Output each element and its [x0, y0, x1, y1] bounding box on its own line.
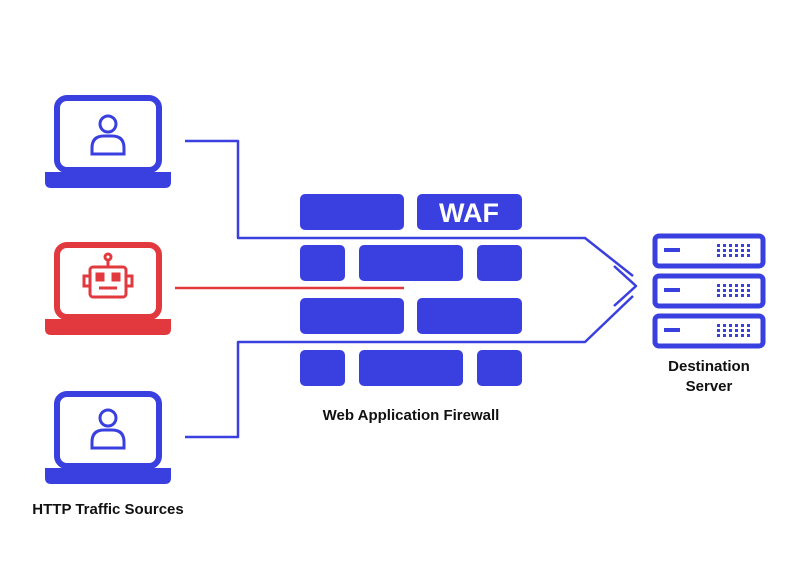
user-icon — [90, 114, 126, 156]
server-vent-dot — [747, 294, 750, 297]
server-vent-dot — [717, 324, 720, 327]
server-vent-dot — [729, 324, 732, 327]
server-vent-dot — [723, 284, 726, 287]
waf-badge-text: WAF — [439, 198, 499, 228]
traffic-line-top — [185, 139, 634, 277]
server-vent-dot — [717, 294, 720, 297]
firewall-brick — [300, 350, 345, 386]
server-vent-dot — [723, 294, 726, 297]
server-vent-dot — [717, 249, 720, 252]
server-label-line2: Server — [686, 378, 733, 395]
server-vent-dot — [735, 329, 738, 332]
server-vent-dot — [729, 294, 732, 297]
server-vent-dot — [741, 249, 744, 252]
server-vent-dot — [735, 284, 738, 287]
server-vent-dot — [729, 284, 732, 287]
server-vent-dot — [717, 244, 720, 247]
sources-label: HTTP Traffic Sources — [32, 501, 183, 518]
server-vent-dot — [729, 334, 732, 337]
server-vent-dot — [735, 334, 738, 337]
server-vent-dot — [747, 244, 750, 247]
waf-badge — [417, 194, 522, 230]
server-vent-dot — [729, 244, 732, 247]
server-vent-dot — [735, 289, 738, 292]
firewall-brick — [300, 245, 345, 281]
arrowhead-icon — [613, 265, 638, 307]
server-vent-dot — [717, 329, 720, 332]
firewall-brick — [359, 245, 463, 281]
firewall-brick — [359, 350, 463, 386]
server-vent-dot — [729, 289, 732, 292]
server-vent-dot — [723, 324, 726, 327]
firewall-wall — [300, 194, 522, 386]
server-vent-dot — [741, 294, 744, 297]
laptop-bot — [45, 242, 171, 335]
firewall-brick — [477, 350, 522, 386]
traffic-line-bottom — [185, 295, 634, 439]
server-vent-dot — [747, 324, 750, 327]
server-vent-dot — [735, 324, 738, 327]
server-vent-dot — [723, 289, 726, 292]
firewall-label: Web Application Firewall — [323, 407, 500, 424]
server-vent-dot — [723, 334, 726, 337]
server-vent-dot — [717, 289, 720, 292]
server-vent-dot — [741, 334, 744, 337]
laptop-user-1 — [45, 95, 171, 188]
server-vent-dot — [723, 254, 726, 257]
server-vent-dot — [735, 254, 738, 257]
server-vent-dot — [723, 329, 726, 332]
server-vent-dot — [747, 284, 750, 287]
firewall-brick — [417, 298, 522, 334]
server-vent-dot — [747, 329, 750, 332]
server-vent-dot — [735, 244, 738, 247]
server-vent-dot — [747, 254, 750, 257]
user-icon — [90, 408, 126, 450]
server-vent-dot — [741, 254, 744, 257]
server-vent-dot — [741, 244, 744, 247]
firewall-brick — [477, 245, 522, 281]
server-vent-dot — [741, 284, 744, 287]
server-vent-dot — [717, 284, 720, 287]
server-vent-dot — [747, 289, 750, 292]
server-label-line1: Destination — [668, 358, 750, 375]
server-vent-dot — [735, 294, 738, 297]
server-vent-dot — [741, 329, 744, 332]
server-vent-dot — [741, 324, 744, 327]
server-vent-dot — [729, 329, 732, 332]
server-vent-dot — [717, 254, 720, 257]
server-vent-dot — [735, 249, 738, 252]
server-vent-dot — [747, 334, 750, 337]
robot-icon — [82, 252, 134, 299]
server-vent-dot — [747, 249, 750, 252]
server-vent-dot — [717, 334, 720, 337]
server-vent-dot — [723, 249, 726, 252]
firewall-brick — [300, 298, 404, 334]
laptop-user-2 — [45, 391, 171, 484]
server-vent-dot — [741, 289, 744, 292]
server-vent-dot — [729, 249, 732, 252]
firewall-brick — [300, 194, 404, 230]
server-vent-dot — [729, 254, 732, 257]
server-vent-dot — [723, 244, 726, 247]
server-rack-icon — [652, 233, 766, 349]
